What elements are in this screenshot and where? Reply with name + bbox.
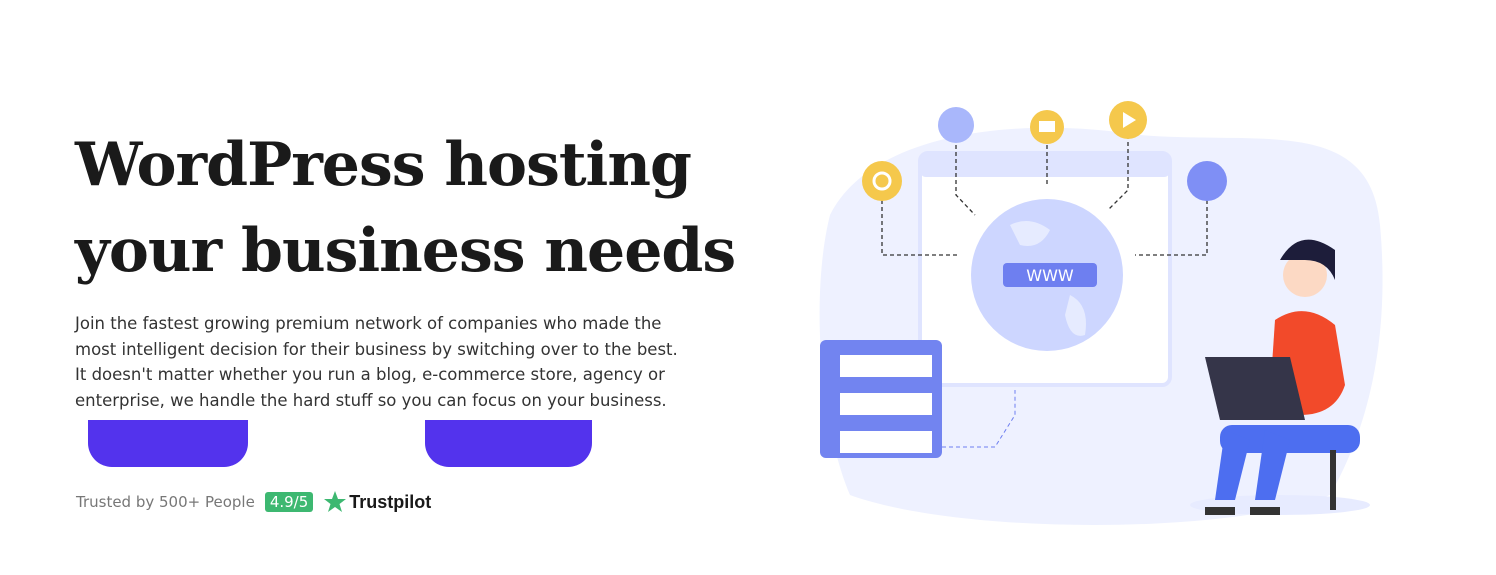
trustpilot-logo[interactable]: Trustpilot [323,490,431,514]
gear-icon [862,161,902,201]
trustpilot-label: Trustpilot [349,491,432,512]
title-line-1: WordPress hosting [75,130,692,200]
transfer-icon [938,107,974,143]
rating-badge: 4.9/5 [264,492,314,512]
trust-bar: Trusted by 500+ People 4.9/5 Trustpilot [76,490,431,514]
www-label: WWW [1026,266,1074,285]
secondary-cta-button[interactable] [425,420,592,467]
hosting-illustration: WWW [819,101,1383,525]
hero-description: Join the fastest growing premium network… [75,311,685,413]
trust-text: Trusted by 500+ People [76,493,255,511]
laptop-icon [1205,357,1305,420]
star-icon [324,491,347,512]
primary-cta-button[interactable] [88,420,248,467]
hero-title: WordPress hosting your business needs [75,122,736,294]
wifi-icon [1187,161,1227,201]
title-line-2: your business needs [75,216,736,286]
